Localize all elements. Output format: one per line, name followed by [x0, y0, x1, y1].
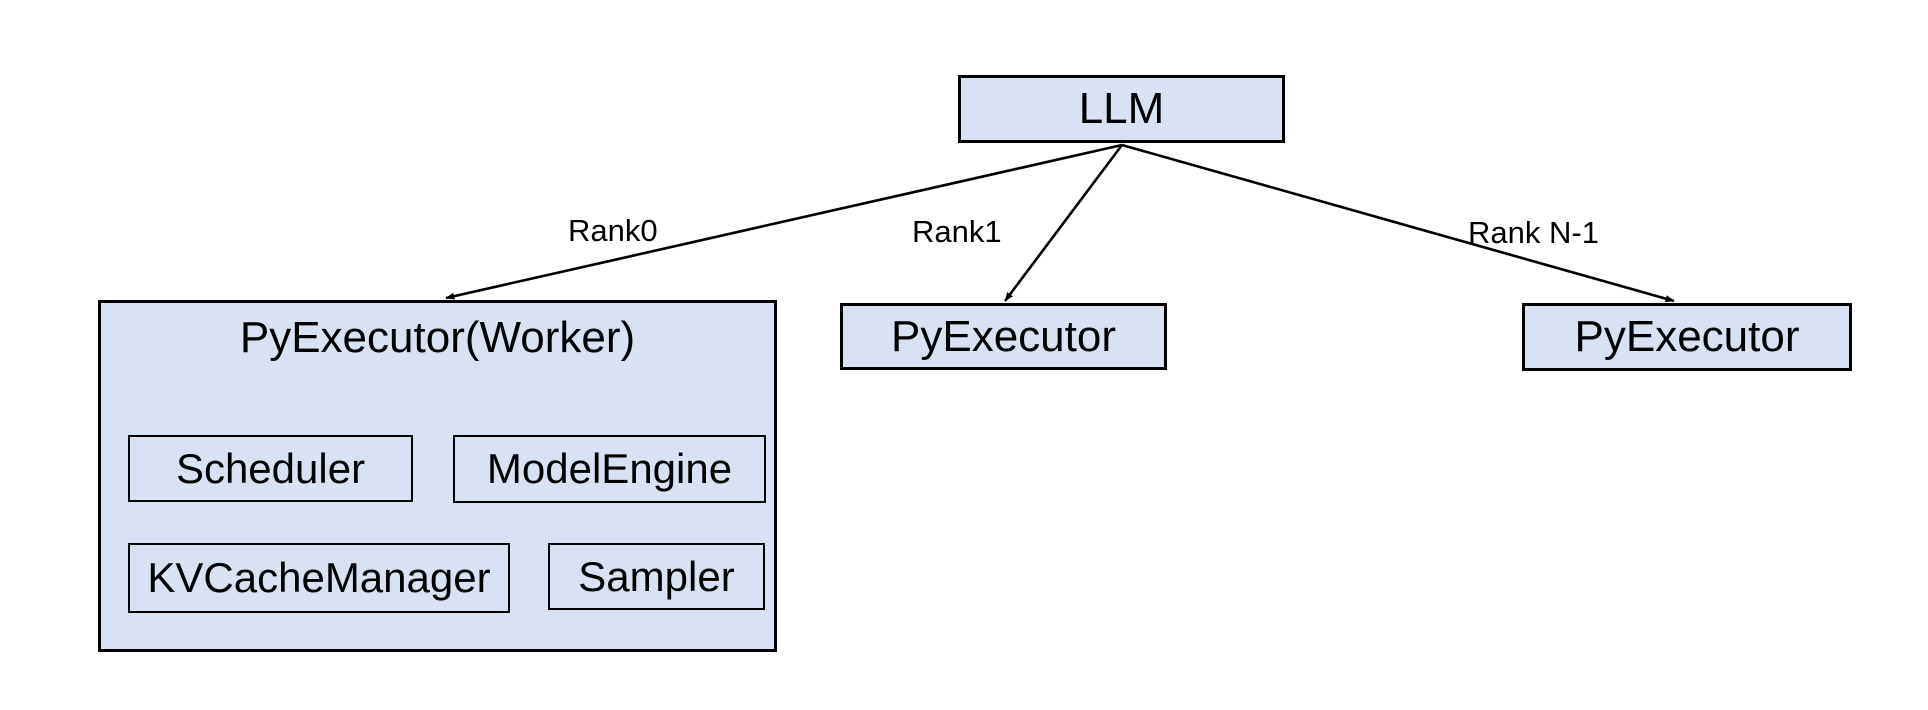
edge-label-rank0: Rank0 — [568, 213, 658, 248]
scheduler-node: Scheduler — [128, 435, 413, 502]
pyexecutor-worker-node: PyExecutor(Worker) Scheduler ModelEngine… — [98, 300, 777, 652]
sampler-node: Sampler — [548, 543, 765, 610]
pyexecutor-rank-n-1-label: PyExecutor — [1574, 312, 1800, 361]
pyexecutor-worker-title: PyExecutor(Worker) — [239, 313, 636, 362]
arrow-llm-to-executor-rankn — [1121, 143, 1675, 303]
pyexecutor-rank1-label: PyExecutor — [891, 311, 1116, 361]
arrow-llm-to-worker-rank0 — [445, 143, 1123, 300]
model-engine-node: ModelEngine — [453, 435, 766, 503]
llm-node-label: LLM — [1078, 84, 1165, 133]
edge-label-rank-n-1: Rank N-1 — [1468, 215, 1599, 250]
llm-node: LLM — [958, 75, 1285, 143]
arrow-llm-to-executor-rank1 — [1003, 144, 1124, 302]
pyexecutor-rank-n-1-node: PyExecutor — [1522, 303, 1852, 371]
pyexecutor-rank1-node: PyExecutor — [840, 303, 1167, 370]
edge-label-rank1: Rank1 — [912, 214, 1002, 249]
kv-cache-manager-node: KVCacheManager — [128, 543, 510, 613]
